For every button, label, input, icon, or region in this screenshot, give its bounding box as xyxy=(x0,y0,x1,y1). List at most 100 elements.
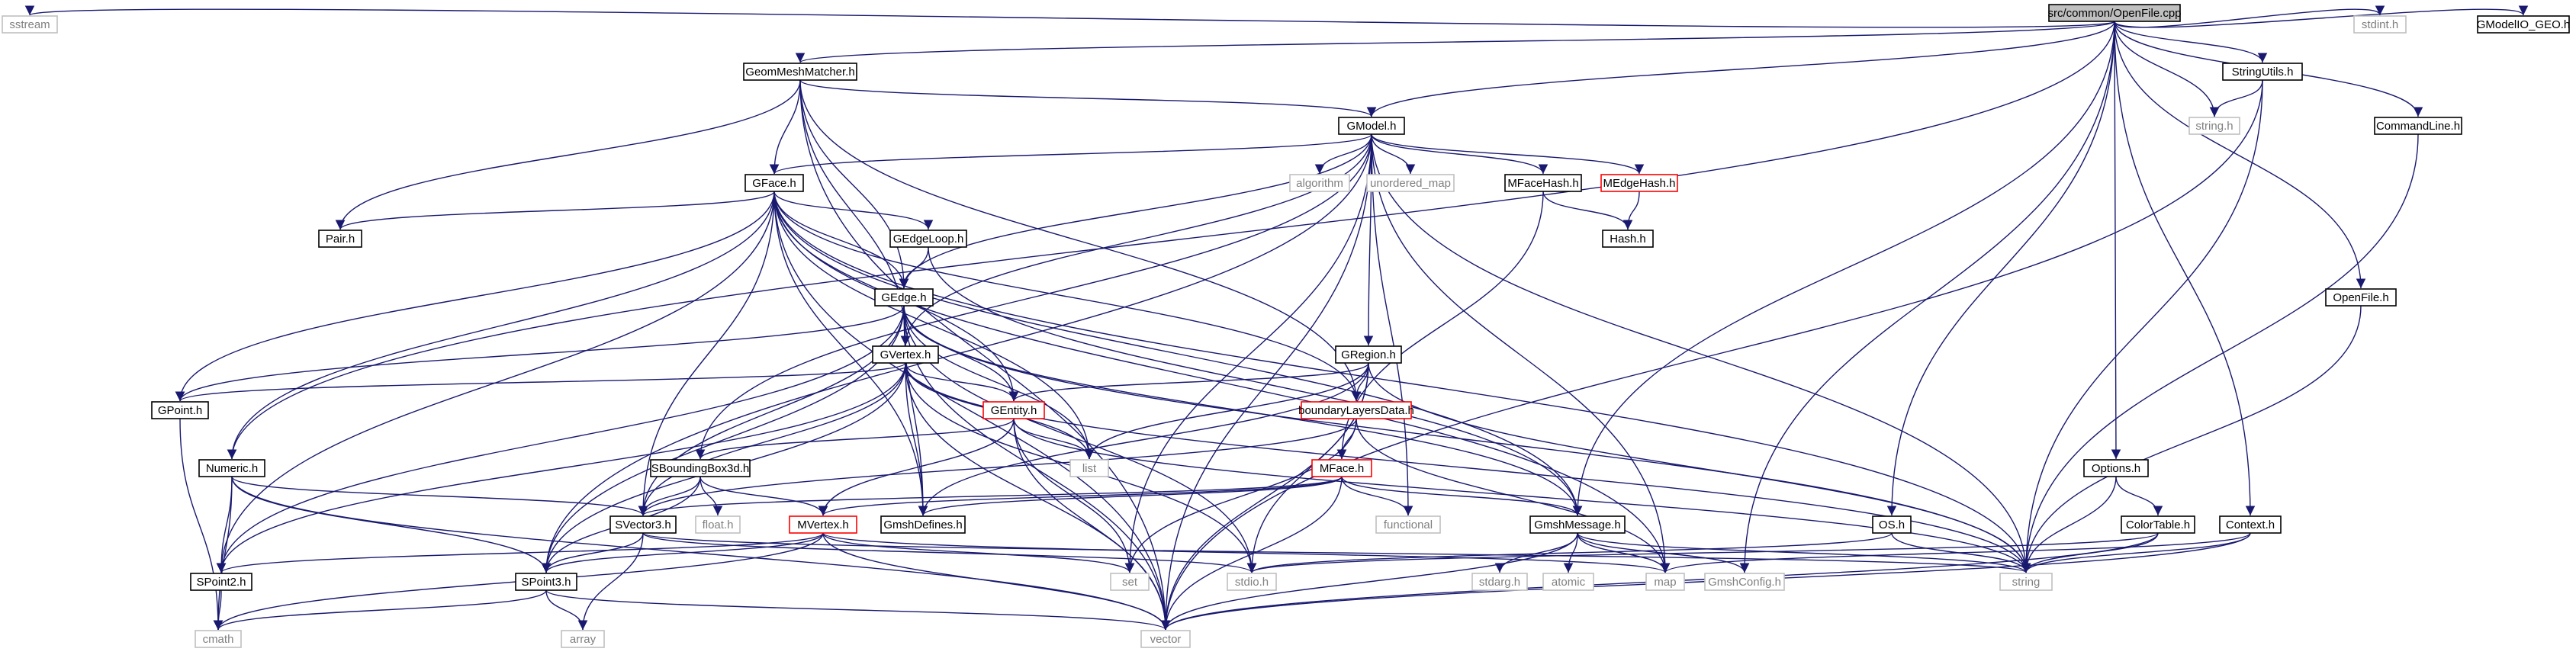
node-OS_h[interactable]: OS.h xyxy=(1872,515,1912,534)
edge-MEdgeHash_h-to-Hash_h xyxy=(1622,191,1640,230)
node-box-GRegion_h xyxy=(1335,345,1402,364)
node-Context_h[interactable]: Context.h xyxy=(2219,515,2282,534)
node-box-GEdge_h xyxy=(874,288,934,307)
node-Hash_h[interactable]: Hash.h xyxy=(1602,230,1654,248)
node-box-string xyxy=(1999,573,2053,591)
node-label-MFace_h: MFace.h xyxy=(1320,462,1364,475)
node-label-GPoint_h: GPoint.h xyxy=(158,404,202,417)
edge-GFace_h-to-GEdge_h xyxy=(773,191,909,289)
node-GModel_h[interactable]: GModel.h xyxy=(1338,117,1405,135)
node-label-GmshMessage_h: GmshMessage.h xyxy=(1534,519,1620,531)
edge-Numeric_h-to-cmath xyxy=(213,476,233,631)
edge-GFace_h-to-Pair_h xyxy=(335,191,775,230)
edge-OpenFile_h-to-string xyxy=(2021,305,2362,573)
edge-GModel_h-to-SBoundingBox3d_h xyxy=(695,133,1372,460)
node-GPoint_h[interactable]: GPoint.h xyxy=(151,401,209,419)
edge-Numeric_h-to-SVector3_h xyxy=(231,476,648,516)
node-GEdge_h[interactable]: GEdge.h xyxy=(874,288,934,307)
edge-GFace_h-to-list xyxy=(773,191,1095,460)
node-label-set: set xyxy=(1122,576,1138,589)
node-CommandLine_h[interactable]: CommandLine.h xyxy=(2374,117,2462,135)
edge-GEdge_h-to-SPoint2_h xyxy=(216,305,905,573)
node-box-GVertex_h xyxy=(872,345,939,364)
node-label-cmath: cmath xyxy=(203,633,234,646)
node-box-Context_h xyxy=(2219,515,2282,534)
edge-GPoint_h-to-cmath xyxy=(179,418,224,631)
edge-GModel_h-to-functional xyxy=(1371,133,1413,516)
node-label-atomic: atomic xyxy=(1552,576,1586,589)
edge-GModel_h-to-MFaceHash_h xyxy=(1371,133,1548,175)
node-SVector3_h[interactable]: SVector3.h xyxy=(609,515,677,534)
node-MVertex_h[interactable]: MVertex.h xyxy=(789,515,857,534)
node-SPoint3_h[interactable]: SPoint3.h xyxy=(515,573,577,591)
node-label-GModelIO_GEO_h: GModelIO_GEO.h xyxy=(2477,18,2571,31)
node-unordered_map: unordered_map xyxy=(1366,174,1455,192)
node-cmath: cmath xyxy=(195,630,242,648)
edge-GFace_h-to-GmshDefines_h xyxy=(773,191,928,516)
node-GFace_h[interactable]: GFace.h xyxy=(744,174,804,192)
node-Pair_h[interactable]: Pair.h xyxy=(318,230,362,248)
node-GModelIO_GEO_h[interactable]: GModelIO_GEO.h xyxy=(2477,15,2571,34)
node-box-Options_h xyxy=(2083,459,2149,477)
node-box-GModelIO_GEO_h xyxy=(2477,15,2570,34)
node-label-Options_h: Options.h xyxy=(2092,462,2140,475)
node-label-Numeric_h: Numeric.h xyxy=(206,462,258,475)
node-GEntity_h[interactable]: GEntity.h xyxy=(982,401,1045,419)
edge-Options_h-to-string xyxy=(2021,476,2117,573)
node-label-root: src/common/OpenFile.cpp xyxy=(2047,7,2181,20)
node-GmshDefines_h[interactable]: GmshDefines.h xyxy=(880,515,966,534)
node-GVertex_h[interactable]: GVertex.h xyxy=(872,345,939,364)
edge-root-to-OS_h xyxy=(1886,21,2115,516)
node-box-GEdgeLoop_h xyxy=(889,230,967,248)
edge-StringUtils_h-to-string xyxy=(2021,79,2263,573)
node-box-Hash_h xyxy=(1602,230,1654,248)
edge-MVertex_h-to-set xyxy=(822,532,1135,573)
node-GEdgeLoop_h[interactable]: GEdgeLoop.h xyxy=(889,230,967,248)
node-box-OpenFile_h xyxy=(2325,288,2397,307)
node-label-string_h: string.h xyxy=(2195,120,2233,133)
edge-MVertex_h-to-SPoint3_h xyxy=(541,532,824,573)
edge-GeomMeshMatcher_h-to-Pair_h xyxy=(335,79,801,230)
node-label-SPoint3_h: SPoint3.h xyxy=(521,576,571,589)
edge-root-to-GModelIO_GEO_h xyxy=(2114,5,2529,28)
node-GeomMeshMatcher_h[interactable]: GeomMeshMatcher.h xyxy=(743,63,857,81)
node-GRegion_h[interactable]: GRegion.h xyxy=(1335,345,1402,364)
edge-GEntity_h-to-set xyxy=(1013,418,1135,573)
edge-StringUtils_h-to-string_h xyxy=(2209,79,2263,117)
node-SPoint2_h[interactable]: SPoint2.h xyxy=(190,573,252,591)
edge-GModel_h-to-MEdgeHash_h xyxy=(1371,133,1645,175)
edge-GeomMeshMatcher_h-to-vector xyxy=(799,79,1171,631)
edge-GModel_h-to-string xyxy=(1371,133,2031,573)
node-label-list: list xyxy=(1082,462,1097,475)
node-array: array xyxy=(561,630,605,648)
node-Options_h[interactable]: Options.h xyxy=(2083,459,2149,477)
edge-root-to-GeomMeshMatcher_h xyxy=(796,21,2115,63)
edge-GEntity_h-to-vector xyxy=(1013,418,1171,631)
edge-layer xyxy=(25,5,2529,631)
edge-GeomMeshMatcher_h-to-GEdge_h xyxy=(799,79,909,289)
node-SBoundingBox3d_h[interactable]: SBoundingBox3d.h xyxy=(650,459,751,477)
node-ColorTable_h[interactable]: ColorTable.h xyxy=(2121,515,2195,534)
edge-GEdge_h-to-GPoint_h xyxy=(175,305,905,402)
node-label-GRegion_h: GRegion.h xyxy=(1341,348,1396,361)
node-root[interactable]: src/common/OpenFile.cpp xyxy=(2047,4,2182,22)
edge-GVertex_h-to-GPoint_h xyxy=(175,362,906,402)
edge-root-to-Options_h xyxy=(2111,21,2121,460)
node-boundaryLayersData_h[interactable]: boundaryLayersData.h xyxy=(1298,401,1414,419)
node-Numeric_h[interactable]: Numeric.h xyxy=(198,459,265,477)
node-label-string: string xyxy=(2012,576,2041,589)
edge-boundaryLayersData_h-to-SVector3_h xyxy=(638,418,1357,516)
node-GmshMessage_h[interactable]: GmshMessage.h xyxy=(1529,515,1626,534)
node-label-ColorTable_h: ColorTable.h xyxy=(2126,519,2190,531)
edge-GmshMessage_h-to-vector xyxy=(1160,532,1578,631)
node-MFace_h[interactable]: MFace.h xyxy=(1311,459,1372,477)
node-StringUtils_h[interactable]: StringUtils.h xyxy=(2222,63,2303,81)
edge-MFace_h-to-GmshMessage_h xyxy=(1341,476,1583,516)
node-OpenFile_h[interactable]: OpenFile.h xyxy=(2325,288,2397,307)
edge-SPoint3_h-to-cmath xyxy=(213,589,547,631)
edge-SPoint3_h-to-array xyxy=(545,589,588,631)
node-box-stdio_h xyxy=(1227,573,1277,591)
node-MFaceHash_h[interactable]: MFaceHash.h xyxy=(1504,174,1582,192)
node-MEdgeHash_h[interactable]: MEdgeHash.h xyxy=(1600,174,1678,192)
node-box-list xyxy=(1069,459,1109,477)
